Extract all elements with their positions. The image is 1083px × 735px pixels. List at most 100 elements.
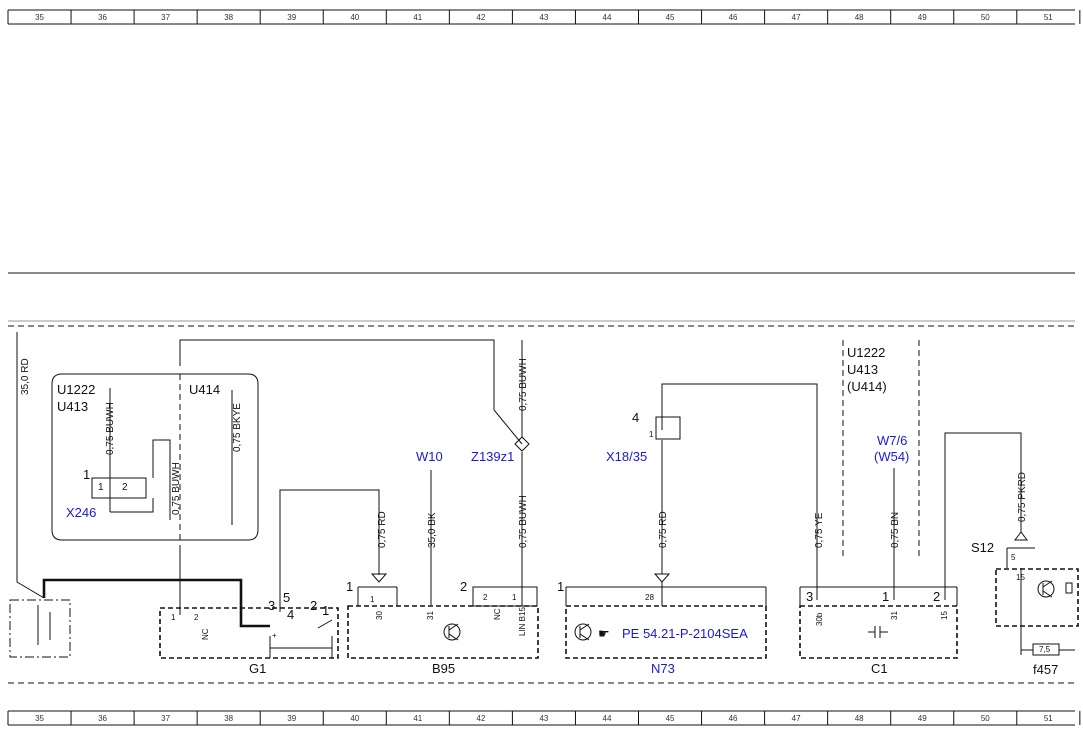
c1-pin-2: 2 — [933, 589, 940, 604]
bottom-ruler-column-38: 38 — [224, 714, 233, 723]
variant-u1222-right: U1222 — [847, 345, 885, 360]
svg-text:7,5: 7,5 — [1039, 645, 1051, 654]
wire-35rd[interactable] — [16, 332, 45, 599]
svg-text:2: 2 — [194, 613, 199, 622]
bottom-ruler-column-44: 44 — [603, 714, 612, 723]
g1-pin-4: 4 — [287, 607, 294, 622]
wire-label-rd-n73: 0,75 RD — [658, 511, 669, 548]
s12-switch-box[interactable] — [995, 568, 1079, 627]
g1-cell-symbol: + — [269, 619, 333, 658]
svg-text:4: 4 — [632, 410, 639, 425]
link-n73-reference[interactable]: PE 54.21-P-2104SEA — [622, 626, 748, 641]
bottom-ruler-column-41: 41 — [413, 714, 422, 723]
wire-label-bn: 0,75 BN — [890, 512, 901, 548]
link-w10[interactable]: W10 — [416, 449, 443, 464]
top-ruler-column-50: 50 — [981, 13, 990, 22]
z139z1-splice[interactable] — [514, 436, 530, 452]
top-ruler-column-37: 37 — [161, 13, 170, 22]
wire-label-buwh-2: 0,75 BUWH — [171, 462, 182, 515]
top-ruler-column-35: 35 — [35, 13, 44, 22]
bottom-ruler-column-43: 43 — [539, 714, 548, 723]
svg-text:+: + — [272, 631, 277, 640]
link-z139z1[interactable]: Z139z1 — [471, 449, 514, 464]
b95-connector-1: 1 — [346, 579, 353, 594]
n73-connector: 1 — [557, 579, 564, 594]
top-ruler-column-44: 44 — [603, 13, 612, 22]
top-ruler-column-36: 36 — [98, 13, 107, 22]
bottom-ruler-column-39: 39 — [287, 714, 296, 723]
b95-sensor-box[interactable] — [347, 605, 539, 659]
bottom-ruler-column-35: 35 — [35, 714, 44, 723]
variant-u414-left: U414 — [189, 382, 220, 397]
wire-label-ye: 0,75 YE — [814, 512, 825, 548]
top-ruler-column-51: 51 — [1044, 13, 1053, 22]
component-c1: C1 — [871, 661, 888, 676]
svg-text:1: 1 — [512, 593, 517, 602]
top-ruler-column-41: 41 — [413, 13, 422, 22]
b95-connector-2: 2 — [460, 579, 467, 594]
top-ruler-column-42: 42 — [476, 13, 485, 22]
svg-text:1: 1 — [83, 467, 90, 482]
top-ruler-column-49: 49 — [918, 13, 927, 22]
x18-35-connector[interactable]: 4 1 — [632, 410, 681, 440]
bottom-ruler-column-48: 48 — [855, 714, 864, 723]
wire-pkrd[interactable] — [944, 432, 1022, 600]
top-ruler-column-48: 48 — [855, 13, 864, 22]
variant-u1222-left: U1222 — [57, 382, 95, 397]
svg-text:NC: NC — [201, 628, 210, 640]
hand-pointer-icon: ☛ — [598, 626, 610, 641]
svg-text:5: 5 — [1011, 553, 1016, 562]
wire-label-pkrd: 0,75 PKRD — [1017, 472, 1028, 522]
component-g1: G1 — [249, 661, 266, 676]
c1-component-box[interactable] — [799, 605, 958, 659]
wire-label-rd-b95: 0,75 RD — [377, 511, 388, 548]
bottom-ruler-column-46: 46 — [729, 714, 738, 723]
top-ruler-column-47: 47 — [792, 13, 801, 22]
c1-pin-1: 1 — [882, 589, 889, 604]
svg-text:15: 15 — [940, 611, 949, 620]
wire-label-buwh-b95: 0,75 BUWH — [518, 495, 529, 548]
component-n73[interactable]: N73 — [651, 661, 675, 676]
svg-text:2: 2 — [483, 593, 488, 602]
g1-pin-1b: 1 — [322, 603, 329, 618]
wire-label-buwh-1: 0,75 BUWH — [105, 402, 116, 455]
g1-pin-5: 5 — [283, 590, 290, 605]
x246-connector[interactable]: 1 2 1 — [83, 467, 154, 513]
g1-pin-3: 3 — [268, 598, 275, 613]
top-ruler-column-43: 43 — [539, 13, 548, 22]
link-x18-35[interactable]: X18/35 — [606, 449, 647, 464]
bottom-ruler-column-49: 49 — [918, 714, 927, 723]
svg-text:31: 31 — [426, 611, 435, 620]
n73-module-box[interactable] — [565, 605, 767, 659]
svg-text:30b: 30b — [815, 612, 824, 626]
bottom-ruler-column-47: 47 — [792, 714, 801, 723]
top-ruler-column-45: 45 — [666, 13, 675, 22]
bottom-ruler-column-36: 36 — [98, 714, 107, 723]
top-ruler-column-39: 39 — [287, 13, 296, 22]
link-x246[interactable]: X246 — [66, 505, 96, 520]
link-w54[interactable]: (W54) — [874, 449, 909, 464]
wire-label-35rd: 35,0 RD — [20, 358, 31, 395]
c1-pin-3: 3 — [806, 589, 813, 604]
bottom-ruler-column-51: 51 — [1044, 714, 1053, 723]
variant-box-left — [51, 373, 259, 541]
capacitor-symbol — [868, 626, 888, 638]
bottom-ruler-column-45: 45 — [666, 714, 675, 723]
link-w7-6[interactable]: W7/6 — [877, 433, 907, 448]
bottom-ruler-column-50: 50 — [981, 714, 990, 723]
left-connector-box — [9, 599, 71, 658]
wire-label-bkye: 0,75 BKYE — [232, 403, 243, 452]
variant-u414-right: (U414) — [847, 379, 887, 394]
wire-top-buwh[interactable] — [179, 339, 523, 445]
component-b95: B95 — [432, 661, 455, 676]
bottom-ruler-column-40: 40 — [350, 714, 359, 723]
svg-text:NC: NC — [493, 608, 502, 620]
svg-text:1: 1 — [98, 482, 104, 493]
f457-fuse[interactable]: 7,5 — [1021, 643, 1075, 656]
thick-battery-cable[interactable] — [42, 578, 270, 628]
variant-u413-right: U413 — [847, 362, 878, 377]
svg-text:LIN B15: LIN B15 — [518, 607, 527, 636]
wire-label-bk-w10: 35,0 BK — [427, 512, 438, 548]
